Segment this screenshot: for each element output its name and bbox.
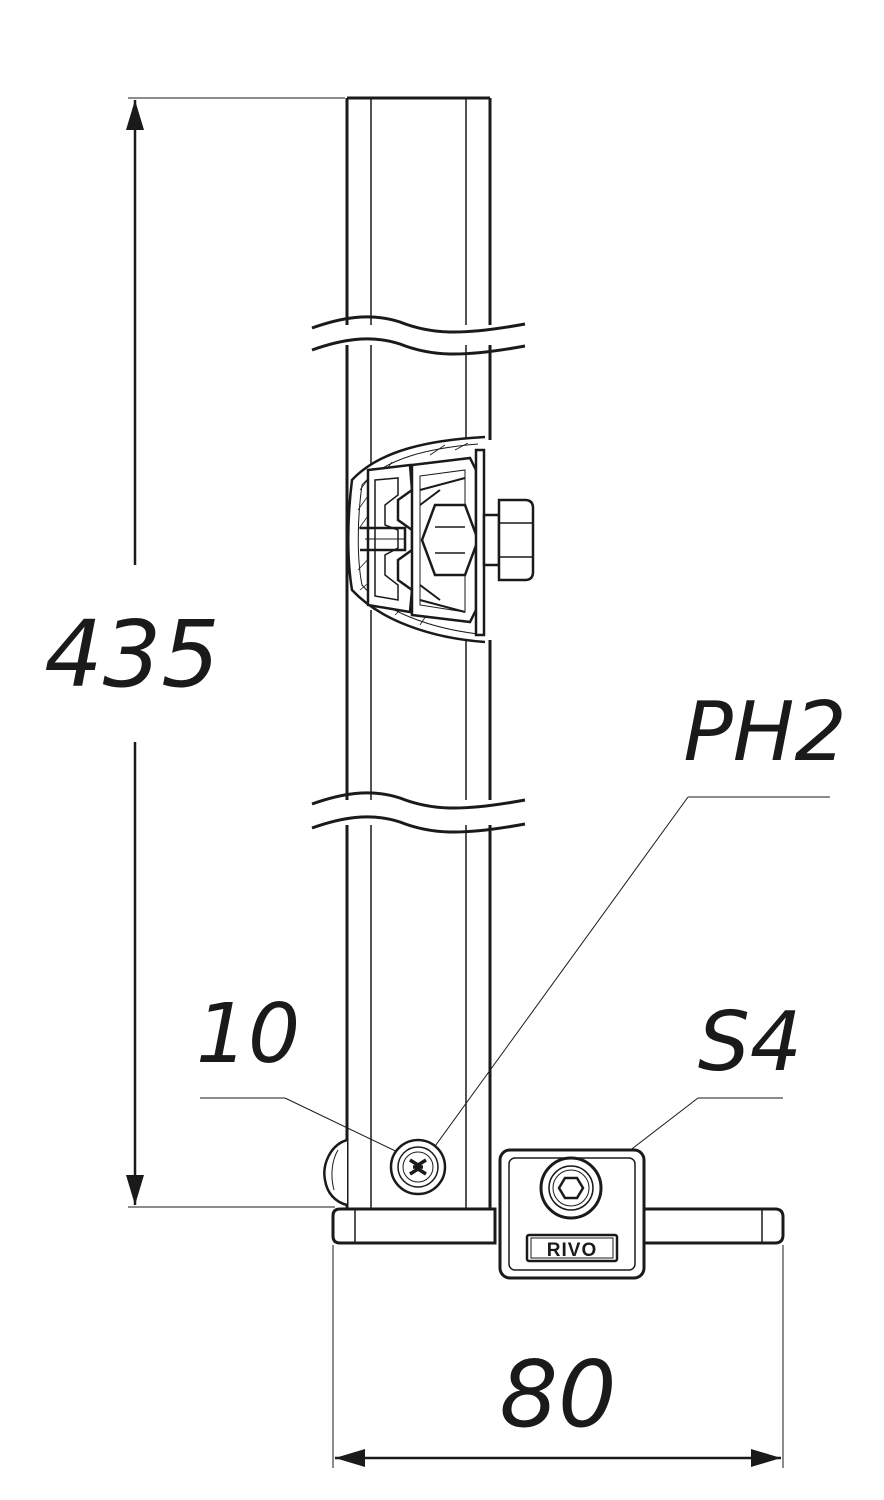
clamp-mechanism (347, 435, 535, 644)
width-arrow-left (335, 1449, 365, 1467)
hex-key-label: S4 (698, 995, 802, 1090)
hex-socket-icon (557, 1176, 585, 1200)
rivo-logo-plate (525, 1233, 619, 1263)
tube-profile (345, 96, 492, 1210)
ph2-leader (424, 796, 830, 1161)
clamp-block (498, 1148, 646, 1280)
width-dimension (332, 1245, 784, 1468)
hex-nut (420, 503, 480, 577)
hex-socket-screw (539, 1156, 603, 1220)
height-dimension (126, 97, 345, 1208)
break-line-lower (311, 791, 526, 834)
ph2-label: PH2 (683, 685, 846, 780)
bolt-head (497, 498, 535, 582)
width-arrow-right (751, 1449, 781, 1467)
break-line-upper (311, 315, 526, 356)
phillips-screw (389, 1138, 447, 1196)
screw-size-leader (200, 1097, 411, 1159)
height-arrow-top (126, 100, 144, 130)
height-arrow-bottom (126, 1175, 144, 1205)
rivo-logo-text: RIVO (547, 1240, 597, 1261)
base-plate (331, 1207, 785, 1245)
phillips-cross-icon (409, 1158, 427, 1176)
height-dimension-label: 435 (44, 601, 220, 708)
width-dimension-label: 80 (499, 1341, 616, 1448)
screw-size-label: 10 (196, 987, 300, 1082)
side-knob (323, 1138, 348, 1207)
